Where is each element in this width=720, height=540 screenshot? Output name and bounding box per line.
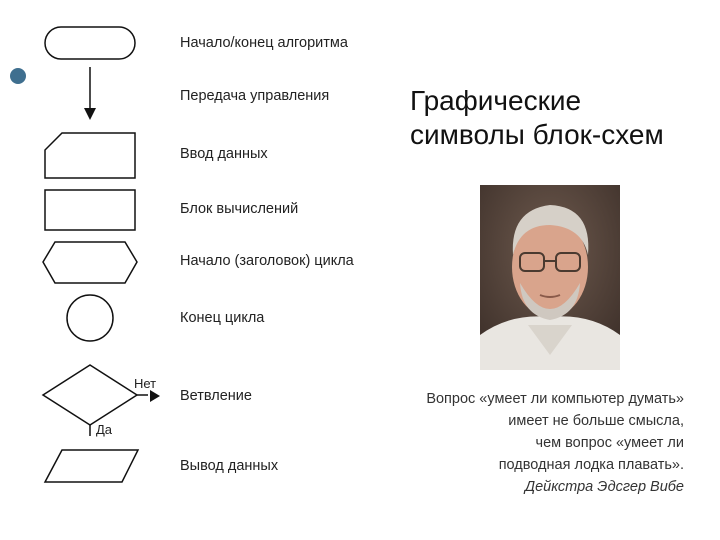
output-data-symbol	[43, 449, 140, 483]
quote-block: Вопрос «умеет ли компьютер думать» имеет…	[426, 388, 684, 498]
decision-symbol	[41, 364, 139, 426]
control-flow-arrowhead	[84, 108, 96, 120]
slide-title-line1: Графические	[410, 85, 582, 116]
quote-line-2: имеет не больше смысла,	[508, 413, 684, 429]
symbol-label-output: Вывод данных	[180, 458, 279, 474]
symbol-label-decision: Ветвление	[180, 388, 252, 404]
terminator-symbol	[44, 26, 136, 60]
symbol-label-input: Ввод данных	[180, 146, 268, 162]
bullet-icon	[10, 68, 26, 84]
symbol-label-process: Блок вычислений	[180, 201, 299, 217]
symbol-label-control-flow: Передача управления	[180, 88, 330, 104]
quote-line-1: Вопрос «умеет ли компьютер думать»	[426, 391, 684, 407]
loop-end-symbol	[66, 294, 114, 342]
branch-no-label: Нет	[134, 376, 157, 391]
loop-start-symbol	[42, 241, 138, 284]
symbol-label-terminator: Начало/конец алгоритма	[180, 35, 348, 51]
quote-line-4: подводная лодка плавать».	[498, 457, 684, 473]
slide-title-line2: символы блок-схем	[410, 119, 664, 150]
slide-title: Графические символы блок-схем	[410, 84, 664, 152]
symbol-label-loop-start: Начало (заголовок) цикла	[180, 253, 354, 269]
process-symbol	[44, 189, 136, 231]
branch-yes-label: Да	[96, 422, 113, 437]
input-data-symbol	[44, 132, 136, 179]
flowchart-symbols	[41, 26, 148, 483]
quote-author: Дейкстра Эдсгер Вибе	[524, 479, 684, 495]
quote-line-3: чем вопрос «умеет ли	[535, 435, 684, 451]
decision-no-arrow-icon	[150, 390, 160, 402]
portrait-photo	[480, 185, 620, 370]
symbol-label-loop-end: Конец цикла	[180, 310, 265, 326]
